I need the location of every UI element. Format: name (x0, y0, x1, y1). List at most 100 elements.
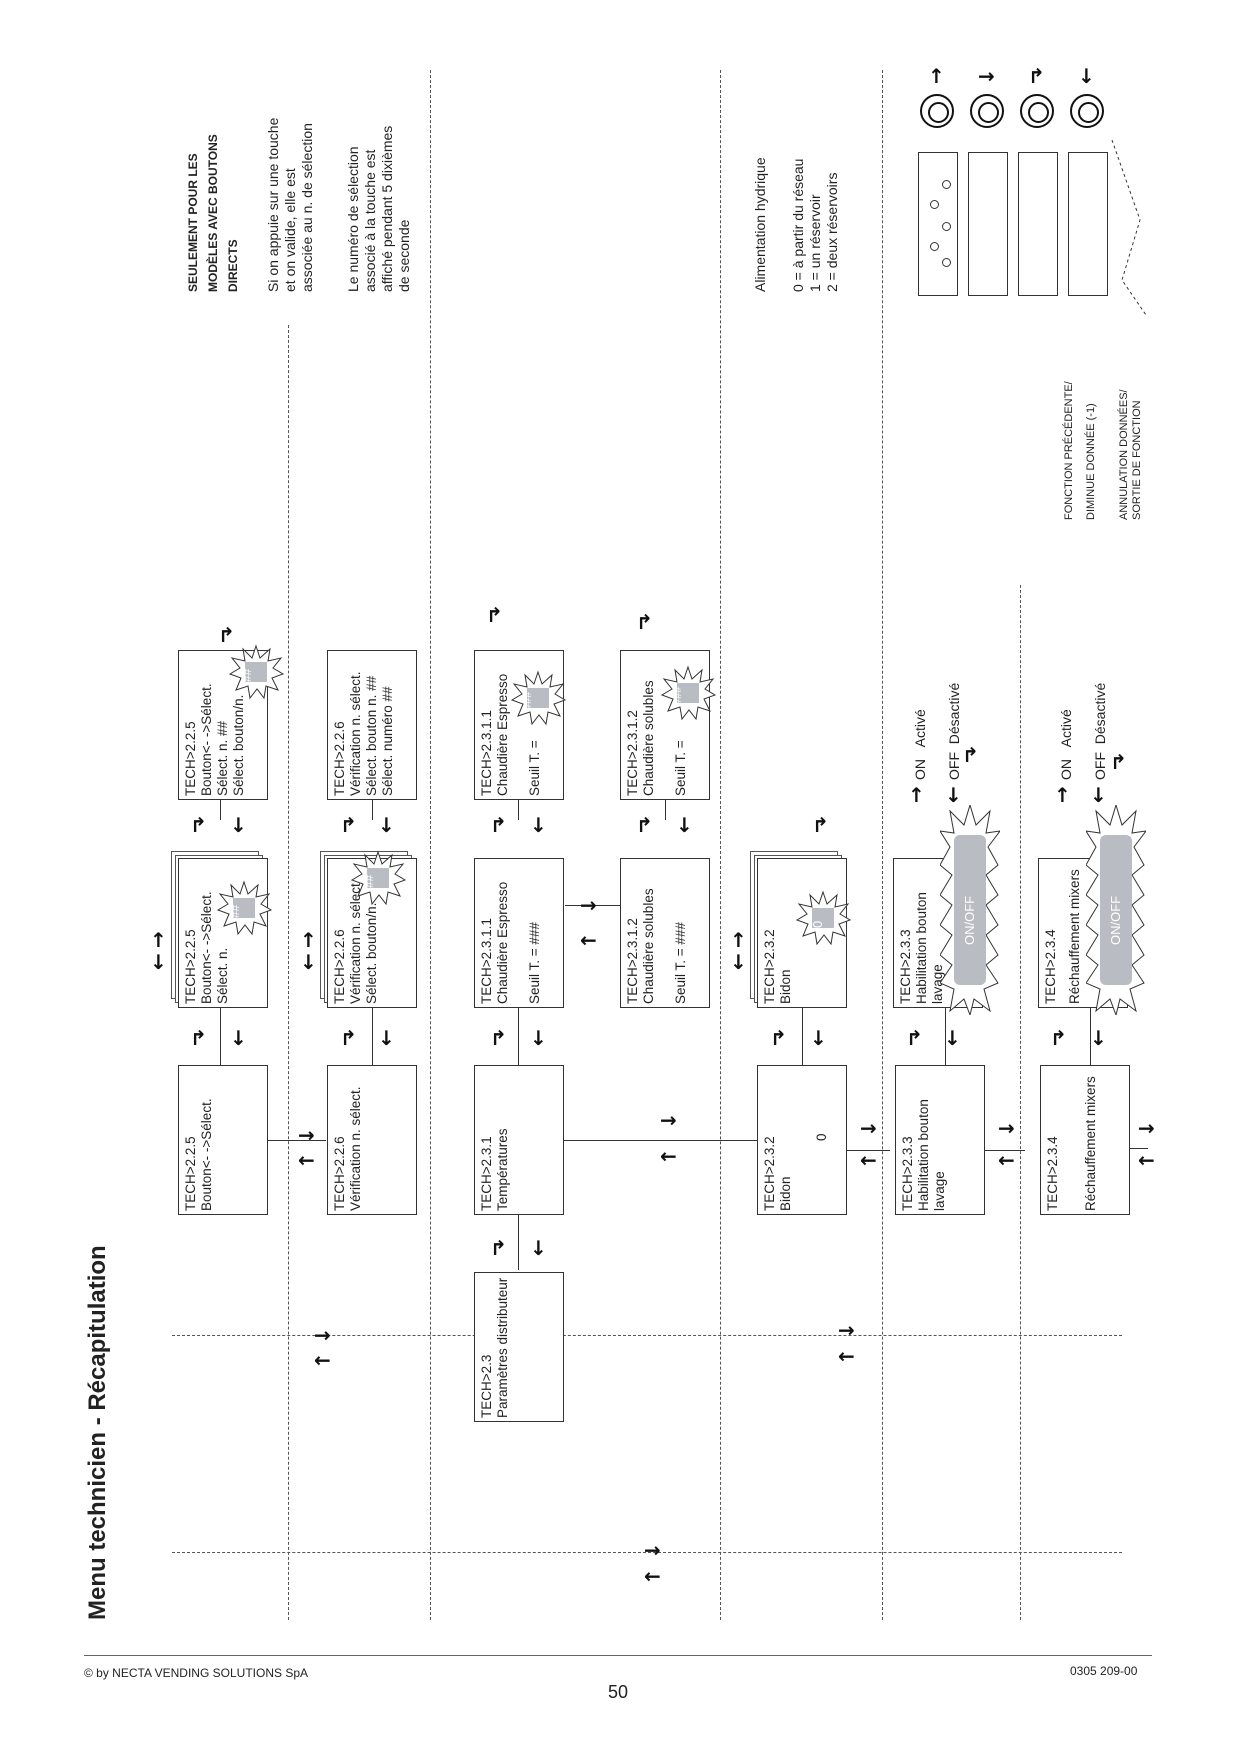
arrow-down-icon: ↓ (378, 813, 395, 837)
note-line: Le numéro de sélection (345, 146, 361, 292)
arrow-down-icon: ↓ (150, 950, 167, 974)
blink-burst-icon (350, 850, 406, 906)
box-line: Chaudière Espresso (495, 673, 510, 796)
keypad-dot (930, 242, 939, 251)
box-line: TECH>2.3.1.1 (479, 710, 494, 796)
blink-burst-icon (216, 880, 272, 936)
divider-dash (288, 325, 289, 1620)
box-line: TECH>2.3.4 (1045, 1136, 1060, 1211)
connector (560, 1140, 760, 1141)
box-line: Bouton<- ->Sélect. (199, 891, 214, 1004)
option-on: ON Activé (912, 709, 928, 780)
menu-box-2-2-5: TECH>2.2.5 Bouton<- ->Sélect. (178, 1065, 268, 1215)
arrow-down-icon: ↓ (944, 1026, 961, 1050)
note-heading: DIRECTS (226, 239, 240, 292)
box-line: Seuil T. = ### (527, 922, 542, 1004)
arrow-up-icon: ↑ (730, 928, 747, 952)
box-line (511, 882, 527, 1004)
box-line: Réchauffement mixers (1067, 869, 1082, 1004)
burst-value: ## (240, 668, 254, 682)
burst-value: ### (522, 691, 534, 710)
divider-dash (172, 1335, 1122, 1336)
arrow-left-icon: ← (298, 1148, 315, 1172)
divider-dash (172, 1552, 1122, 1553)
box-line: Chaudière solubles (641, 888, 656, 1004)
box-line: Réchauffement mixers (1083, 1076, 1098, 1211)
arrow-right-icon: → (1138, 1116, 1155, 1140)
arrow-right-icon: → (580, 893, 597, 917)
box-line: TECH>2.3.3 (898, 929, 913, 1004)
box-line: Paramètres distributeur (495, 1277, 510, 1418)
arrow-right-icon: → (298, 1123, 315, 1147)
box-line: TECH>2.3.2 (762, 1136, 777, 1211)
arrow-left-icon: ← (644, 1564, 661, 1588)
box-line: 0 (814, 1133, 829, 1141)
arrow-left-icon: ← (314, 1348, 331, 1372)
box-line: TECH>2.2.6 (332, 929, 347, 1004)
menu-box-2-3-1-2-edit: TECH>2.3.1.2 Chaudière solubles Seuil T.… (620, 650, 710, 800)
legend-line: SORTIE DE FONCTION (1131, 400, 1143, 520)
arrow-down-icon: ↓ (530, 1026, 547, 1050)
box-line: Bouton<- ->Sélect. (199, 1098, 214, 1211)
onoff-value: ON/OFF (962, 895, 977, 945)
box-line: TECH>2.3.1.2 (625, 918, 640, 1004)
note-direct-buttons-p1: Si on appuie sur une touche et on valide… (265, 118, 316, 292)
arrow-right-icon: ↱ (340, 813, 357, 837)
arrow-return-icon: ↱ (636, 610, 653, 634)
arrow-left-icon: ← (838, 1344, 855, 1368)
keypad-dot (942, 258, 951, 267)
note-line: de seconde (396, 219, 412, 292)
arrow-return-icon: ↱ (812, 813, 829, 837)
option-on-label: Activé (1058, 709, 1074, 748)
page-title: Menu technicien - Récapitulation (84, 1245, 111, 1620)
connector (266, 1140, 326, 1141)
legend-prev: FONCTION PRÉCÉDENTE/ DIMINUE DONNÉE (-1) (1058, 381, 1102, 520)
box-line: Chaudière solubles (641, 680, 656, 796)
arrow-left-icon: ← (1138, 1148, 1155, 1172)
legend-cancel: ANNULATION DONNÉES/ SORTIE DE FONCTION (1118, 389, 1144, 520)
box-line: Habilitation bouton (914, 892, 929, 1004)
arrow-down-icon: ↓ (530, 1236, 547, 1260)
burst-value: 0 (810, 920, 825, 928)
burst-value: ## (362, 874, 376, 888)
note-line: 1 = un réservoir (807, 194, 823, 292)
arrow-down-icon: ↓ (810, 1026, 827, 1050)
menu-box-2-3-2: TECH>2.3.2 Bidon 0 (757, 1065, 847, 1215)
arrow-left-icon: ← (998, 1148, 1015, 1172)
box-line: Vérification n. sélect. (348, 1086, 363, 1211)
box-line: Vérification n. sélect. (348, 671, 363, 796)
box-line: TECH>2.3.4 (1043, 929, 1058, 1004)
arrow-right-icon: ↱ (490, 1236, 507, 1260)
box-line: Chaudière Espresso (495, 881, 510, 1004)
note-water-options: 0 = à partir du réseau 1 = un réservoir … (790, 159, 841, 292)
box-line (794, 1133, 814, 1211)
divider-dash (882, 70, 883, 1620)
connector (1130, 1148, 1148, 1149)
keypad-panel (1018, 152, 1058, 296)
burst-value: ## (228, 904, 242, 918)
copyright: © by NECTA VENDING SOLUTIONS SpA (84, 1666, 309, 1680)
arrow-down-icon: ↓ (676, 813, 693, 837)
legend-line: DIMINUE DONNÉE (-1) (1085, 403, 1097, 520)
arrow-right-icon: ↱ (190, 813, 207, 837)
menu-box-2-3-3: TECH>2.3.3 Habilitation bouton lavage (895, 1065, 985, 1215)
arrow-return-icon: ↱ (1110, 750, 1127, 774)
box-line: TECH>2.3 (479, 1354, 494, 1418)
arrow-return-icon: ↱ (218, 623, 235, 647)
knob-down (1070, 94, 1104, 128)
box-line: TECH>2.3.3 (900, 1136, 915, 1211)
box-line: TECH>2.2.5 (183, 1136, 198, 1211)
arrow-left-icon: ← (580, 928, 597, 952)
box-line: TECH>2.3.1.2 (625, 710, 640, 796)
option-off-label: Désactivé (946, 682, 962, 745)
menu-box-2-3-1-1-edit: TECH>2.3.1.1 Chaudière Espresso Seuil T.… (474, 650, 564, 800)
note-line: 2 = deux réservoirs (824, 172, 840, 292)
option-on: ON Activé (1058, 709, 1074, 780)
box-line: Bidon (778, 969, 793, 1004)
arrow-up-icon: ↑ (300, 928, 317, 952)
blink-burst-icon (228, 644, 284, 700)
box-line: Habilitation bouton (916, 1099, 931, 1211)
menu-box-2-3-1-2: TECH>2.3.1.2 Chaudière solubles Seuil T.… (620, 858, 710, 1008)
arrow-right-icon: ↱ (490, 813, 507, 837)
footer-rule (84, 1655, 1152, 1656)
